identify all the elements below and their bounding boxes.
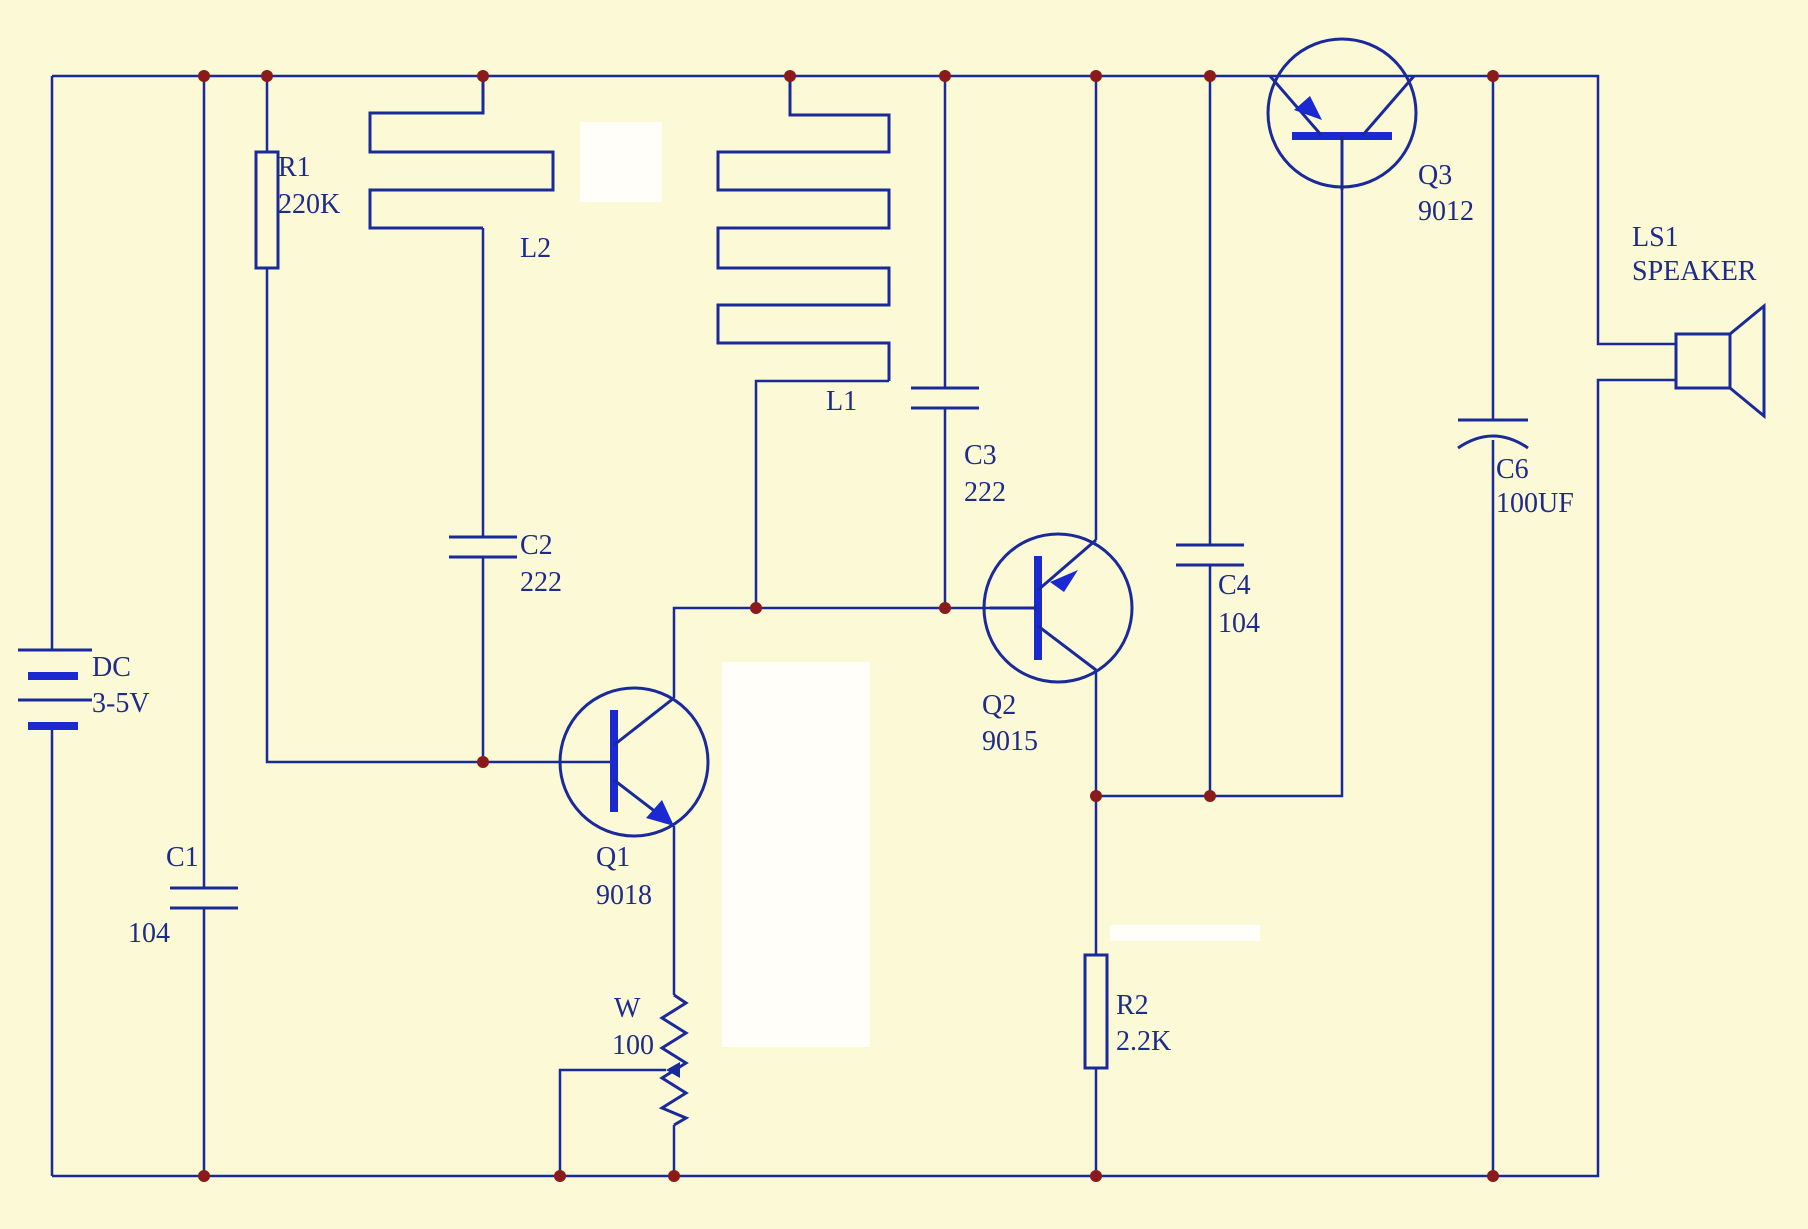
l2-ref-label: L2: [520, 233, 551, 264]
potentiometer-w: [658, 993, 690, 1127]
q1-ref-label: Q1: [596, 842, 630, 873]
c3-value-label: 222: [964, 477, 1006, 508]
dc-value-label: 3-5V: [92, 688, 150, 719]
r2-value-label: 2.2K: [1116, 1026, 1171, 1057]
w-ref-label: W: [614, 993, 641, 1024]
c6-value-label: 100UF: [1496, 488, 1574, 519]
wires: [50, 74, 1676, 1178]
r2-ref-label: R2: [1116, 990, 1149, 1021]
r1-value-label: 220K: [278, 189, 340, 220]
q2-value-label: 9015: [982, 726, 1038, 757]
q3-ref-label: Q3: [1418, 160, 1452, 191]
capacitor-c1: [170, 886, 238, 910]
l1-ref-label: L1: [826, 386, 857, 417]
c4-value-label: 104: [1218, 608, 1260, 639]
ls1-value-label: SPEAKER: [1632, 256, 1757, 287]
battery-dc: [18, 648, 92, 730]
q1-value-label: 9018: [596, 880, 652, 911]
r1-ref-label: R1: [278, 152, 311, 183]
capacitor-c3: [911, 386, 979, 410]
c1-ref-label: C1: [166, 842, 199, 873]
q3-value-label: 9012: [1418, 196, 1474, 227]
junction-dots: [198, 70, 1499, 1182]
speaker-ls1: [1674, 302, 1766, 420]
capacitor-c4: [1176, 543, 1244, 567]
dc-ref-label: DC: [92, 652, 131, 683]
c4-ref-label: C4: [1218, 570, 1251, 601]
q2-ref-label: Q2: [982, 690, 1016, 721]
background-patch: [1110, 925, 1260, 941]
inductor-l2: [368, 76, 555, 230]
background-patch: [580, 122, 662, 202]
c2-ref-label: C2: [520, 530, 553, 561]
resistor-r1: [254, 150, 280, 270]
inductor-l1: [716, 76, 891, 381]
ls1-ref-label: LS1: [1632, 222, 1679, 253]
c1-value-label: 104: [128, 918, 170, 949]
c3-ref-label: C3: [964, 440, 997, 471]
background-patch: [722, 662, 870, 1047]
c2-value-label: 222: [520, 567, 562, 598]
capacitor-c6: [1457, 418, 1529, 450]
c6-ref-label: C6: [1496, 454, 1529, 485]
transistor-q1: [558, 686, 710, 838]
transistor-q2: [982, 532, 1134, 684]
transistor-q3: [1266, 37, 1418, 190]
w-value-label: 100: [612, 1030, 654, 1061]
capacitor-c2: [449, 535, 517, 559]
resistor-r2: [1083, 953, 1109, 1070]
